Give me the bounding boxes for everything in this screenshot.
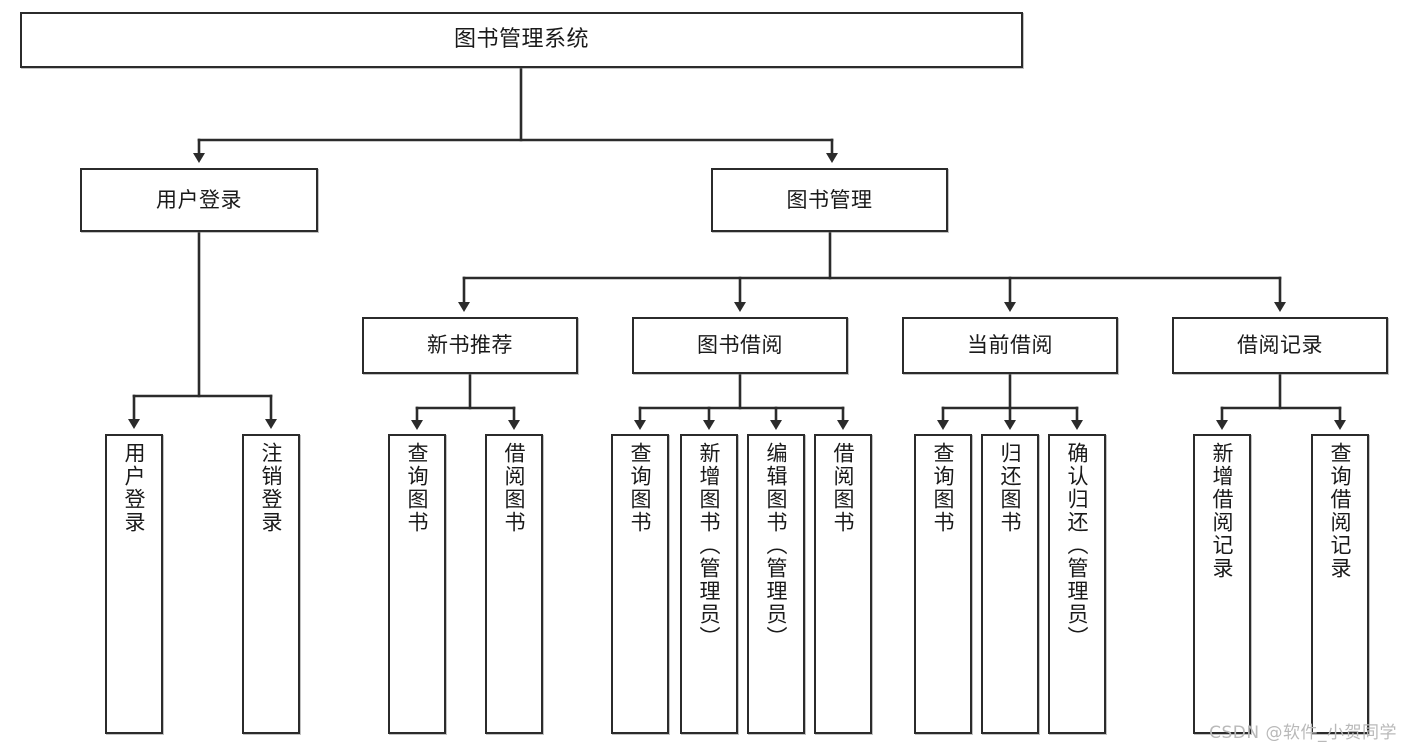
node-label: 借阅记录 xyxy=(1237,333,1323,358)
node-new-book-recommend[interactable]: 新书推荐 xyxy=(362,317,578,374)
node-label: 图书管理系统 xyxy=(453,27,589,53)
leaf-book-borrow-lend[interactable]: 借阅图书 xyxy=(814,434,872,734)
leaf-book-borrow-edit[interactable]: 编辑图书（管理员） xyxy=(747,434,805,734)
node-label: 查询图书 xyxy=(405,442,430,534)
node-current-borrow[interactable]: 当前借阅 xyxy=(902,317,1118,374)
node-label: 注销登录 xyxy=(259,442,284,534)
node-label: 图书借阅 xyxy=(697,333,783,358)
node-label: 编辑图书（管理员） xyxy=(764,442,789,649)
node-label: 图书管理 xyxy=(786,187,873,212)
leaf-current-borrow-query[interactable]: 查询图书 xyxy=(914,434,972,734)
node-book-management[interactable]: 图书管理 xyxy=(711,168,948,232)
node-label: 用户登录 xyxy=(122,442,147,534)
leaf-records-query[interactable]: 查询借阅记录 xyxy=(1311,434,1369,734)
node-label: 用户登录 xyxy=(156,187,242,212)
leaf-user-login-login[interactable]: 用户登录 xyxy=(105,434,163,734)
node-label: 新增借阅记录 xyxy=(1210,442,1235,580)
leaf-user-login-logout[interactable]: 注销登录 xyxy=(242,434,300,734)
node-label: 新书推荐 xyxy=(427,333,513,358)
node-label: 查询图书 xyxy=(931,442,956,534)
leaf-records-add[interactable]: 新增借阅记录 xyxy=(1193,434,1251,734)
node-label: 查询图书 xyxy=(628,442,653,534)
leaf-current-borrow-confirm-return[interactable]: 确认归还（管理员） xyxy=(1048,434,1106,734)
node-label: 当前借阅 xyxy=(967,333,1053,358)
node-root-library-system[interactable]: 图书管理系统 xyxy=(20,12,1023,68)
node-user-login[interactable]: 用户登录 xyxy=(80,168,318,232)
leaf-book-borrow-add[interactable]: 新增图书（管理员） xyxy=(680,434,738,734)
leaf-current-borrow-return[interactable]: 归还图书 xyxy=(981,434,1039,734)
node-book-borrow[interactable]: 图书借阅 xyxy=(632,317,848,374)
node-label: 新增图书（管理员） xyxy=(697,442,722,649)
node-label: 借阅图书 xyxy=(502,442,527,534)
node-borrow-records[interactable]: 借阅记录 xyxy=(1172,317,1388,374)
leaf-new-book-query[interactable]: 查询图书 xyxy=(388,434,446,734)
leaf-book-borrow-query[interactable]: 查询图书 xyxy=(611,434,669,734)
node-label: 借阅图书 xyxy=(831,442,856,534)
node-label: 归还图书 xyxy=(998,442,1023,534)
leaf-new-book-borrow[interactable]: 借阅图书 xyxy=(485,434,543,734)
watermark: CSDN @软件_小贺同学 xyxy=(1209,723,1397,743)
node-label: 确认归还（管理员） xyxy=(1065,442,1090,649)
node-label: 查询借阅记录 xyxy=(1328,442,1353,580)
